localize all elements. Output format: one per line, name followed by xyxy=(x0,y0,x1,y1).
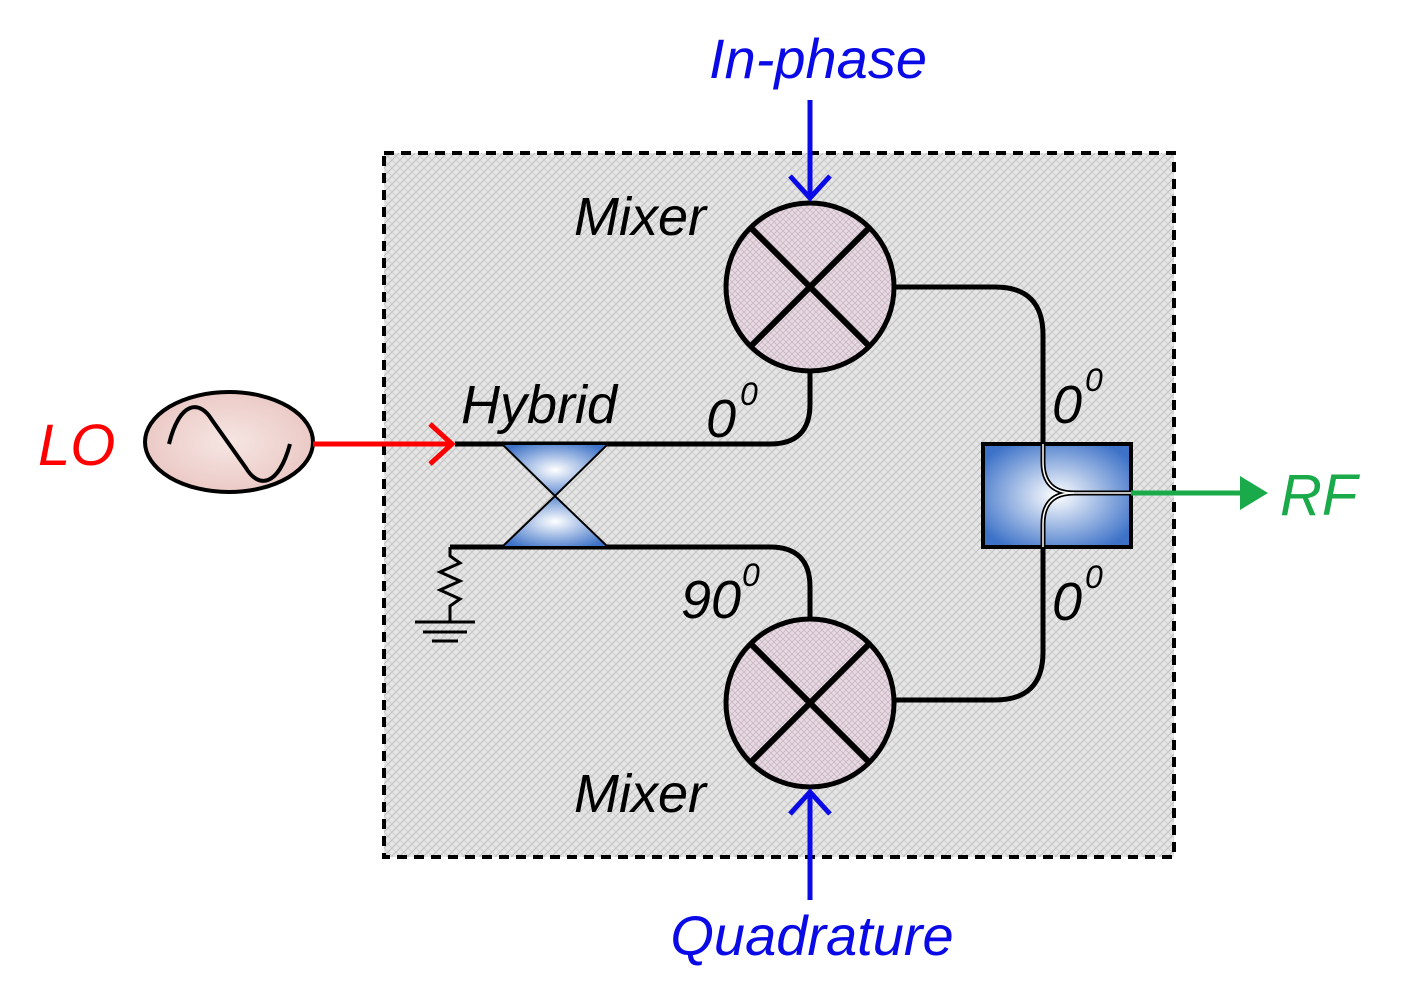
lo-oscillator-icon xyxy=(143,390,315,494)
mixer-bottom-icon xyxy=(723,616,897,790)
phase-value: 0 xyxy=(1052,572,1082,632)
phase-degree-superscript: 0 xyxy=(1085,362,1103,398)
in-phase-arrow xyxy=(788,100,832,202)
phase-label-combiner-top: 0 0 xyxy=(1052,362,1103,435)
power-combiner-icon xyxy=(981,442,1133,549)
phase-value: 90 xyxy=(681,570,741,630)
termination-resistor-icon xyxy=(415,547,475,643)
in-phase-label: In-phase xyxy=(709,27,927,90)
phase-value: 0 xyxy=(1052,375,1082,435)
phase-degree-superscript: 0 xyxy=(1085,559,1103,595)
phase-label-combiner-bottom: 0 0 xyxy=(1052,559,1103,632)
rf-arrow xyxy=(1131,476,1268,510)
phase-label-hybrid-top: 0 0 xyxy=(706,376,758,449)
rf-label: RF xyxy=(1280,463,1361,528)
hybrid-label: Hybrid xyxy=(461,375,619,435)
mixer-top-label: Mixer xyxy=(574,187,708,247)
quadrature-label: Quadrature xyxy=(670,904,953,967)
quadrature-arrow xyxy=(788,788,832,900)
phase-value: 0 xyxy=(706,389,736,449)
lo-label: LO xyxy=(38,413,115,478)
phase-degree-superscript: 0 xyxy=(742,557,760,593)
wire-hybrid-to-mixer-bottom xyxy=(450,544,813,625)
mixer-top-icon xyxy=(723,200,897,374)
mixer-bottom-label: Mixer xyxy=(574,764,708,824)
phase-label-hybrid-bottom: 90 0 xyxy=(681,557,760,630)
hybrid-coupler-icon xyxy=(499,443,611,548)
wire-hybrid-to-mixer-top xyxy=(455,365,813,447)
lo-arrow xyxy=(313,422,456,466)
phase-degree-superscript: 0 xyxy=(740,376,758,412)
